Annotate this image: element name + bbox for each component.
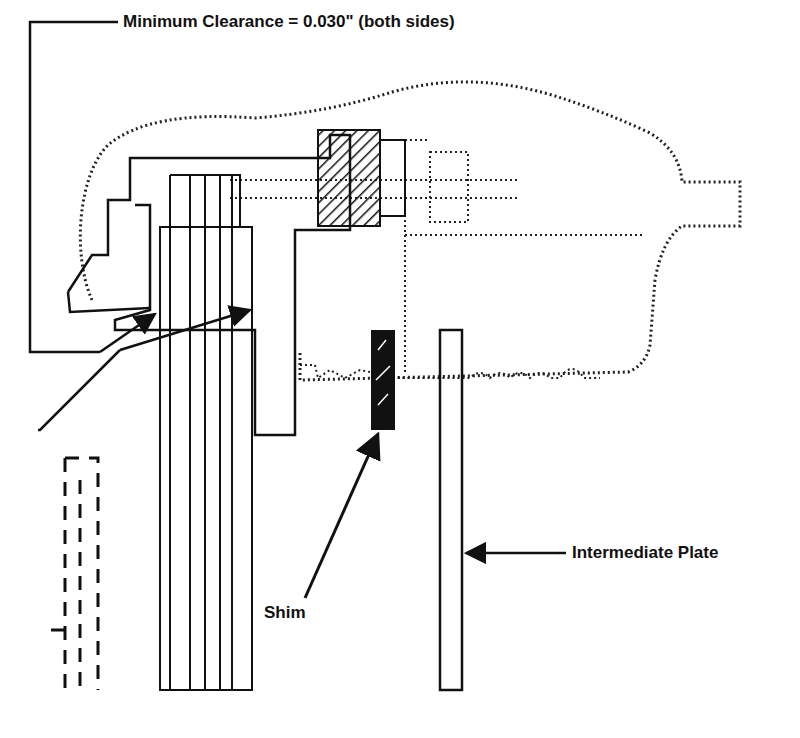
disc-lines: [170, 175, 240, 690]
housing-teeth: [300, 365, 600, 380]
shim: [371, 330, 395, 430]
intermediate-plate: [440, 330, 462, 690]
plate-leader: [466, 552, 566, 555]
clearance-leader-2: [38, 350, 120, 430]
housing-outline: [80, 82, 740, 380]
part-name: Shim: [262, 603, 308, 623]
clearance-note: Minimum Clearance = 0.030" (both sides): [121, 12, 457, 32]
adjuster-cap: [380, 140, 405, 216]
part-name: Intermediate Plate: [570, 543, 720, 563]
clearance-arrow-2: [120, 310, 250, 350]
flywheel-dashed: [48, 458, 98, 690]
adjuster-hatched: [318, 130, 380, 226]
lever-tip: [68, 292, 150, 312]
pressure-lever: [68, 135, 350, 435]
shim-mark: [376, 340, 390, 405]
bolt-nut: [430, 152, 468, 222]
clearance-leader: [30, 22, 118, 352]
shim-leader: [305, 434, 378, 598]
clearance-arrow: [100, 314, 155, 352]
